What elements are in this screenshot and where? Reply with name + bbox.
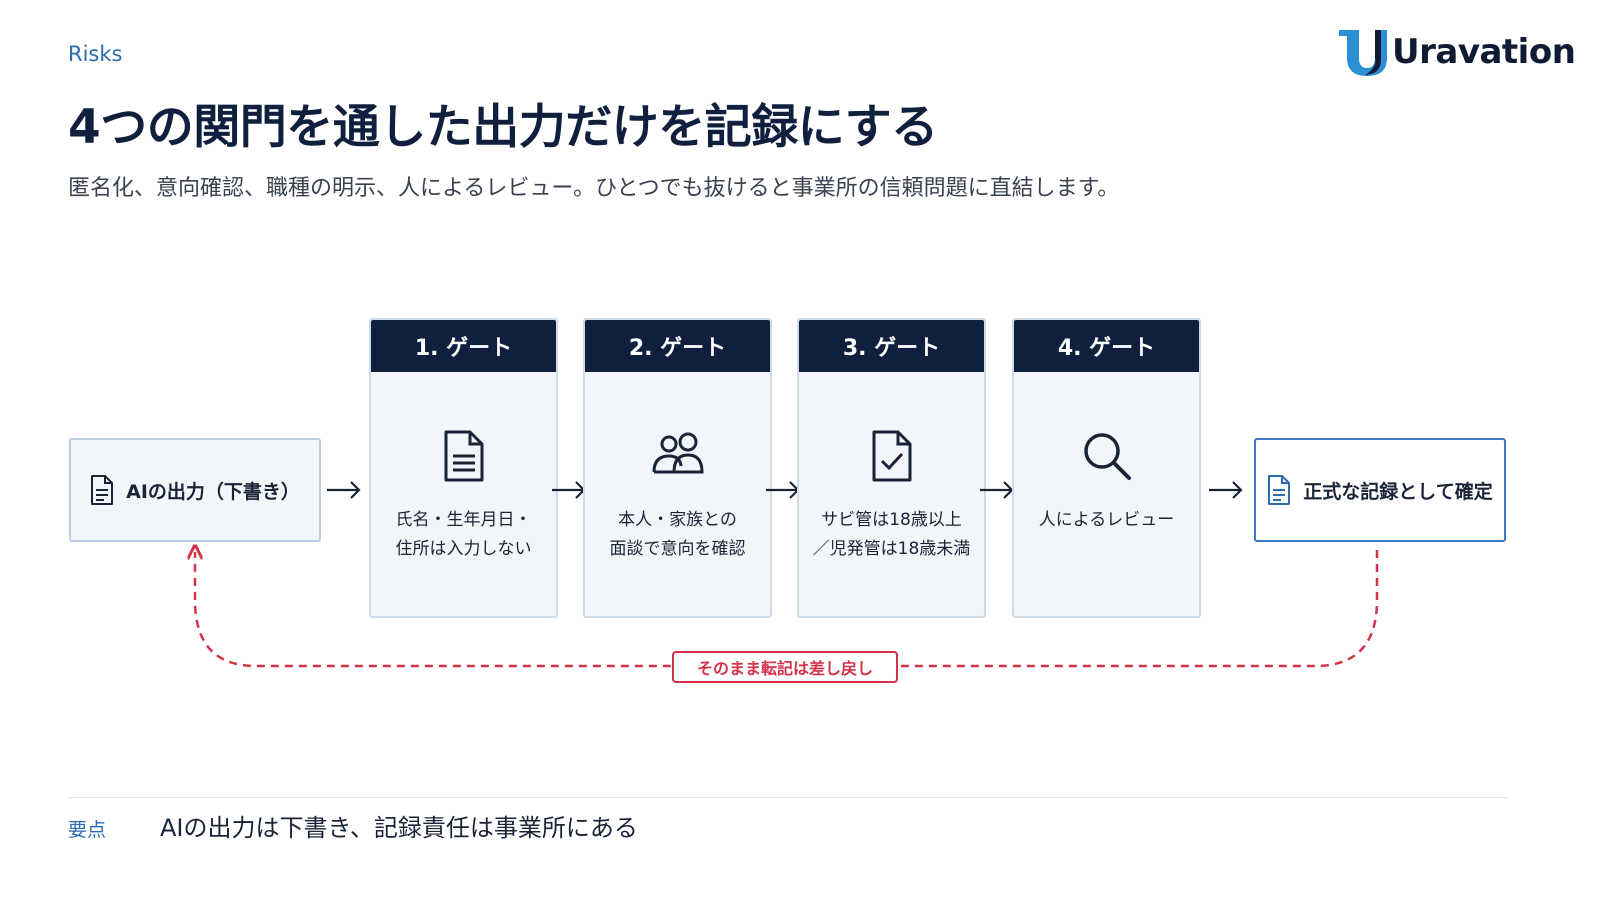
gate-1-title: 1. ゲート: [371, 320, 556, 372]
official-record-node: 正式な記録として確定: [1254, 438, 1506, 542]
gate-2-title: 2. ゲート: [585, 320, 770, 372]
document-icon: [91, 475, 114, 505]
document-icon: [444, 430, 483, 482]
document-icon: [1268, 475, 1291, 505]
gate-3-text: サビ管は18歳以上 ／児発管は18歳未満: [812, 510, 971, 559]
official-record-label: 正式な記録として確定: [1303, 480, 1493, 503]
key-point-text: AIの出力は下書き、記録責任は事業所にある: [160, 814, 638, 842]
gate-4-text: 人によるレビュー: [1038, 510, 1175, 530]
brand-logo-mark-icon: [1339, 30, 1387, 76]
ai-output-node: AIの出力（下書き）: [69, 438, 321, 542]
gate-card-2: 2. ゲート 本人・家族との 面談で意向を確認: [583, 318, 772, 618]
gate-1-text: 氏名・生年月日・ 住所は入力しない: [395, 510, 532, 559]
flow-arrow-icon: [1209, 481, 1243, 499]
gate-card-3: 3. ゲート サビ管は18歳以上 ／児発管は18歳未満: [797, 318, 986, 618]
flow-arrow-icon: [980, 481, 1014, 499]
search-icon: [1083, 433, 1131, 480]
footer-divider: [68, 797, 1508, 798]
brand-logo: Uravation: [1337, 28, 1576, 80]
key-point-label: 要点: [68, 819, 107, 841]
gate-2-text: 本人・家族との 面談で意向を確認: [609, 510, 746, 559]
return-label: そのまま転記は差し戻し: [672, 651, 898, 683]
people-icon: [652, 432, 704, 474]
page-title: 4つの関門を通した出力だけを記録にする: [68, 100, 938, 155]
brand-name: Uravation: [1392, 32, 1576, 72]
gate-3-title: 3. ゲート: [799, 320, 984, 372]
checked-document-icon: [872, 430, 911, 482]
gate-card-1: 1. ゲート 氏名・生年月日・ 住所は入力しない: [369, 318, 558, 618]
section-label: Risks: [68, 42, 123, 66]
flow-arrow-icon: [327, 481, 361, 499]
gate-flow-diagram: AIの出力（下書き） 1. ゲート 氏名・生年月日・ 住所は入力しない 2. ゲ…: [60, 300, 1540, 720]
ai-output-label: AIの出力（下書き）: [126, 480, 300, 503]
gate-card-4: 4. ゲート 人によるレビュー: [1012, 318, 1201, 618]
page-subtitle: 匿名化、意向確認、職種の明示、人によるレビュー。ひとつでも抜けると事業所の信頼問…: [68, 176, 1120, 201]
gate-4-title: 4. ゲート: [1014, 320, 1199, 372]
